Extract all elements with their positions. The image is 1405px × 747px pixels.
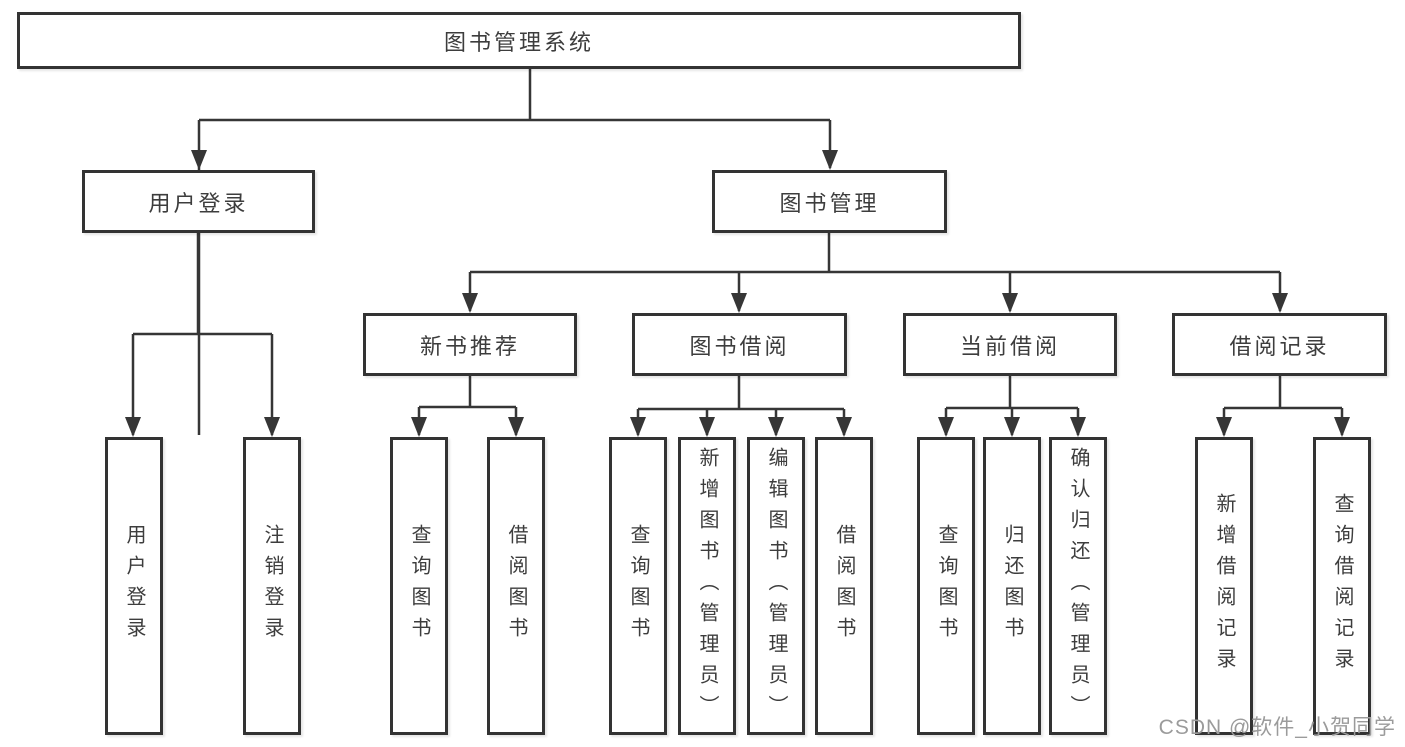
leaf-label: 查询借阅记录 (1331, 493, 1353, 679)
leaf-add-book-admin: 新增图书（管理员） (678, 437, 736, 735)
leaf-label: 新增图书（管理员） (696, 446, 718, 726)
leaf-query-books-recommend: 查询图书 (390, 437, 448, 735)
node-book-management: 图书管理 (712, 170, 947, 233)
leaf-label: 用户登录 (123, 524, 145, 648)
leaf-query-books-current: 查询图书 (917, 437, 975, 735)
leaf-label: 查询图书 (627, 524, 649, 648)
leaf-label: 注销登录 (261, 524, 283, 648)
leaf-label: 新增借阅记录 (1213, 493, 1235, 679)
node-root: 图书管理系统 (17, 12, 1021, 69)
leaf-add-borrow-record: 新增借阅记录 (1195, 437, 1253, 735)
leaf-borrow-books-recommend: 借阅图书 (487, 437, 545, 735)
arrowheads (125, 150, 1350, 437)
leaf-edit-book-admin: 编辑图书（管理员） (747, 437, 805, 735)
leaf-label: 归还图书 (1001, 524, 1023, 648)
node-borrowing-records: 借阅记录 (1172, 313, 1387, 376)
leaf-label: 查询图书 (935, 524, 957, 648)
node-label: 新书推荐 (419, 333, 520, 359)
node-label: 用户登录 (148, 190, 249, 216)
leaf-label: 借阅图书 (505, 524, 527, 648)
node-new-book-recommend: 新书推荐 (363, 313, 577, 376)
node-label: 图书借阅 (689, 333, 790, 359)
leaf-query-books-borrowing: 查询图书 (609, 437, 667, 735)
leaf-confirm-return-admin: 确认归还（管理员） (1049, 437, 1107, 735)
tree-edges (131, 69, 1344, 435)
leaf-label: 借阅图书 (833, 524, 855, 648)
node-root-label: 图书管理系统 (443, 29, 594, 55)
node-book-borrowing: 图书借阅 (632, 313, 847, 376)
leaf-user-login: 用户登录 (105, 437, 163, 735)
node-label: 当前借阅 (959, 333, 1060, 359)
leaf-label: 确认归还（管理员） (1067, 446, 1089, 726)
leaf-label: 查询图书 (408, 524, 430, 648)
leaf-query-borrow-record: 查询借阅记录 (1313, 437, 1371, 735)
leaf-logout: 注销登录 (243, 437, 301, 735)
node-label: 借阅记录 (1229, 333, 1330, 359)
csdn-watermark: CSDN @软件_小贺同学 (1158, 716, 1396, 739)
node-label: 图书管理 (779, 190, 880, 216)
node-user-login: 用户登录 (82, 170, 315, 233)
leaf-return-book: 归还图书 (983, 437, 1041, 735)
leaf-label: 编辑图书（管理员） (765, 446, 787, 726)
leaf-borrow-books-borrowing: 借阅图书 (815, 437, 873, 735)
node-current-borrowing: 当前借阅 (903, 313, 1117, 376)
